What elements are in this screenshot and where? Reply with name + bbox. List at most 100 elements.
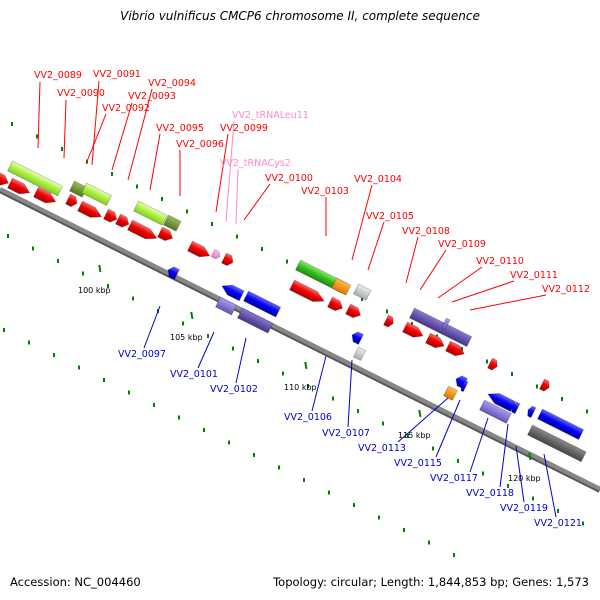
gene-label: VV2_0101 (170, 369, 218, 380)
kbp-tick (98, 264, 102, 273)
leader-line (515, 445, 525, 503)
guide-dot (261, 247, 263, 251)
gene-label: VV2_0118 (466, 488, 514, 499)
leader-line (197, 331, 215, 369)
gene-forward (383, 314, 394, 328)
guide-dot (61, 147, 63, 151)
map-title: Vibrio vulnificus CMCP6 chromosome II, c… (120, 9, 480, 23)
leader-line (243, 183, 271, 221)
guide-dot (357, 409, 359, 413)
gene-feature (81, 182, 113, 206)
guide-dot (228, 440, 230, 445)
guide-dot (182, 321, 184, 326)
leader-line (437, 266, 483, 299)
gene-reverse (351, 331, 364, 345)
gene-feature (537, 408, 585, 441)
gene-label: VV2_0119 (500, 503, 548, 514)
gene-label: VV2_0089 (34, 70, 82, 81)
gene-feature (215, 296, 238, 316)
guide-dot (286, 259, 288, 264)
guide-dot (57, 259, 59, 263)
guide-dot (136, 184, 138, 189)
guide-dot (353, 503, 355, 507)
guide-dot (232, 346, 234, 351)
leader-line (127, 88, 153, 181)
gene-label: VV2_0095 (156, 123, 204, 134)
leader-line (397, 397, 449, 443)
guide-dot (236, 234, 238, 239)
gene-label: VV2_0094 (148, 78, 196, 89)
gene-label: VV2_0115 (394, 458, 442, 469)
gene-label: VV2_tRNACys2 (220, 158, 291, 169)
guide-dot (282, 371, 284, 376)
guide-dot (36, 134, 38, 139)
gene-label: VV2_0092 (102, 103, 150, 114)
guide-dot (561, 397, 563, 401)
guide-dot (161, 197, 163, 201)
gene-label: VV2_0117 (430, 473, 478, 484)
gene-feature (441, 317, 451, 331)
gene-label: VV2_0099 (220, 123, 268, 134)
guide-dot (457, 459, 459, 463)
leader-line (469, 294, 547, 311)
guide-dot (378, 515, 380, 520)
guide-dot (482, 471, 484, 476)
guide-dot (178, 415, 180, 420)
gene-feature (7, 160, 64, 197)
gene-forward (539, 378, 550, 392)
guide-dot (186, 209, 188, 214)
gene-label: VV2_0107 (322, 428, 370, 439)
guide-dot (53, 353, 55, 357)
gene-feature (353, 283, 372, 301)
guide-dot (328, 490, 330, 495)
leader-line (37, 81, 41, 149)
backbone (0, 187, 600, 491)
gene-feature (133, 200, 168, 226)
guide-dot (211, 222, 213, 226)
guide-dot (78, 365, 80, 370)
gene-label: VV2_0104 (354, 174, 402, 185)
gene-feature (331, 277, 352, 296)
gene-label: VV2_0113 (358, 443, 406, 454)
gene-label: VV2_0109 (438, 239, 486, 250)
gene-forward (157, 226, 174, 242)
gene-forward (289, 279, 325, 302)
guide-dot (207, 334, 209, 338)
guide-dot (303, 478, 305, 482)
gene-forward (221, 252, 234, 267)
gene-label: VV2_0111 (510, 270, 558, 281)
gene-label: VV2_0121 (534, 518, 582, 529)
leader-line (225, 120, 235, 223)
guide-dot (382, 421, 384, 426)
guide-dot (582, 521, 584, 526)
gene-label: VV2_0110 (476, 256, 524, 267)
guide-dot (257, 359, 259, 363)
gene-label: VV2_0102 (210, 384, 258, 395)
kbp-tick (528, 452, 532, 461)
gene-forward (327, 296, 344, 312)
gene-label: VV2_0106 (284, 412, 332, 423)
guide-dot (32, 246, 34, 251)
gene-label: VV2_0090 (57, 88, 105, 99)
gene-reverse (511, 401, 521, 415)
leader-line (311, 355, 327, 412)
gene-reverse (460, 380, 469, 393)
guide-dot (3, 328, 5, 332)
gene-reverse (527, 405, 537, 419)
leader-line (451, 280, 515, 303)
guide-dot (586, 409, 588, 414)
leader-line (149, 133, 161, 191)
gene-feature (409, 307, 473, 348)
leader-line (143, 305, 161, 349)
gene-forward (77, 200, 103, 218)
gene-feature (237, 307, 274, 334)
guide-dot (132, 296, 134, 301)
gene-label: VV2_0112 (542, 284, 590, 295)
guide-dot (386, 309, 388, 314)
gene-label: VV2_tRNALeu11 (232, 110, 309, 121)
kbp-tick (190, 311, 194, 320)
gene-forward (402, 321, 424, 338)
gene-forward (103, 208, 118, 223)
gene-feature (527, 424, 587, 463)
gene-label: VV2_0103 (301, 186, 349, 197)
